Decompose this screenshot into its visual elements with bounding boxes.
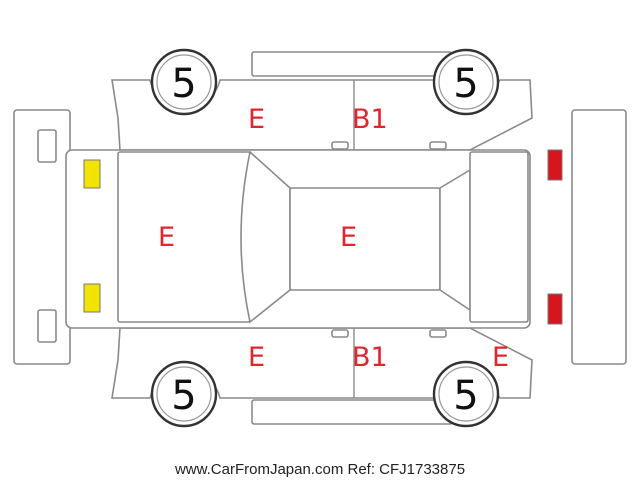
tire-tread-value: 5 — [171, 373, 196, 419]
tire-tread-value: 5 — [453, 61, 478, 107]
tire-rear-right: 5 — [432, 360, 500, 428]
damage-mark-top-front-door: E — [248, 104, 265, 135]
taillight-icon — [547, 149, 563, 181]
damage-mark-top-rear-door: B1 — [352, 104, 388, 135]
tire-front-right: 5 — [150, 360, 218, 428]
headlights — [83, 159, 101, 313]
tire-rear-left: 5 — [432, 48, 500, 116]
damage-mark-roof: E — [340, 222, 357, 253]
footer-reference: www.CarFromJapan.com Ref: CFJ1733875 — [174, 461, 465, 478]
tire-tread-value: 5 — [171, 61, 196, 107]
headlight-icon — [83, 159, 101, 189]
front-bumper — [13, 109, 71, 365]
tire-front-left: 5 — [150, 48, 218, 116]
taillights — [547, 149, 563, 325]
damage-mark-bottom-rear-quarter: E — [492, 342, 509, 373]
damage-mark-bottom-front-door: E — [248, 342, 265, 373]
damage-mark-bottom-rear-door: B1 — [352, 342, 388, 373]
damage-mark-hood: E — [158, 222, 175, 253]
taillight-icon — [547, 293, 563, 325]
rear-bumper — [571, 109, 627, 365]
tire-tread-value: 5 — [453, 373, 478, 419]
headlight-icon — [83, 283, 101, 313]
car-top-view — [65, 149, 531, 329]
